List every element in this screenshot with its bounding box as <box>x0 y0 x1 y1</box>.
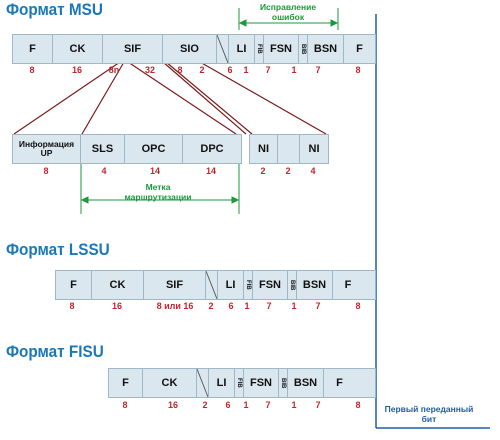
first-bit-note: Первый переданный бит <box>384 404 474 424</box>
lssu-field-li: LI <box>218 271 244 299</box>
fisu-title: Формат FISU <box>6 342 104 361</box>
msu-len-sif: 8n <box>108 65 120 75</box>
lssu-title: Формат LSSU <box>6 240 110 259</box>
sif-frame: Информация UP SLS OPC DPC <box>12 134 242 164</box>
msu-len-li: 6 <box>227 65 233 75</box>
fisu-len-spare: 2 <box>202 400 208 410</box>
lssu-len-f: 8 <box>69 301 75 311</box>
lssu-frame: F CK SIF LI FIB FSN BIB BSN F <box>55 270 376 300</box>
lssu-len-spare: 2 <box>208 301 214 311</box>
lssu-len-li: 6 <box>228 301 234 311</box>
msu-field-bsn: BSN <box>308 35 344 63</box>
lssu-field-ck: CK <box>92 271 144 299</box>
msu-field-fib: FIB <box>255 35 264 63</box>
lssu-field-f-open: F <box>56 271 92 299</box>
lssu-field-sif: SIF <box>144 271 206 299</box>
sio-len-ni-a: 2 <box>260 166 266 176</box>
sio-len-ni-b: 4 <box>310 166 316 176</box>
fisu-field-spare <box>197 369 209 397</box>
msu-frame: F CK SIF SIO LI FIB FSN BIB BSN F <box>12 34 376 64</box>
lssu-field-f-close: F <box>333 271 363 299</box>
sio-len-spare: 2 <box>285 166 291 176</box>
sif-len-up: 8 <box>43 166 49 176</box>
sif-field-up-info: Информация UP <box>13 135 81 163</box>
lssu-len-ck: 16 <box>111 301 123 311</box>
fisu-field-fsn: FSN <box>244 369 279 397</box>
lssu-field-fib: FIB <box>244 271 253 299</box>
msu-len-bsn: 7 <box>315 65 321 75</box>
spare-slash <box>217 35 228 63</box>
msu-len-sio-b: 8 <box>177 65 183 75</box>
fisu-field-li: LI <box>209 369 235 397</box>
msu-len-fsn: 7 <box>265 65 271 75</box>
msu-field-fsn: FSN <box>264 35 299 63</box>
sif-field-sls: SLS <box>81 135 125 163</box>
msu-len-ck: 16 <box>71 65 83 75</box>
fisu-frame: F CK LI FIB FSN BIB BSN F <box>108 368 376 398</box>
msu-len-spare: 2 <box>199 65 205 75</box>
msu-title: Формат MSU <box>6 0 103 19</box>
lssu-len-f-close: 8 <box>355 301 361 311</box>
lssu-field-fsn: FSN <box>253 271 288 299</box>
spare-slash <box>206 271 217 299</box>
sif-field-dpc: DPC <box>183 135 241 163</box>
sif-len-sls: 4 <box>101 166 107 176</box>
lssu-field-bsn: BSN <box>297 271 333 299</box>
fisu-len-fsn: 7 <box>265 400 271 410</box>
fisu-field-bib: BIB <box>279 369 288 397</box>
msu-field-spare <box>217 35 229 63</box>
msu-field-sif: SIF <box>103 35 163 63</box>
fisu-field-bsn: BSN <box>288 369 324 397</box>
lssu-field-spare <box>206 271 218 299</box>
msu-len-f: 8 <box>29 65 35 75</box>
sif-len-dpc: 14 <box>205 166 217 176</box>
fisu-field-fib: FIB <box>235 369 244 397</box>
fisu-len-fib: 1 <box>243 400 249 410</box>
sif-field-opc: OPC <box>125 135 183 163</box>
msu-len-f-close: 8 <box>355 65 361 75</box>
sio-field-spare <box>278 135 300 163</box>
error-correction-note: Исправление ошибок <box>259 2 317 22</box>
routing-label-note: Метка маршрутизации <box>124 182 192 202</box>
lssu-len-sif: 8 или 16 <box>156 301 194 311</box>
msu-field-sio: SIO <box>163 35 217 63</box>
fisu-len-li: 6 <box>225 400 231 410</box>
msu-len-bib: 1 <box>291 65 297 75</box>
spare-slash <box>197 369 208 397</box>
msu-field-f-open: F <box>13 35 53 63</box>
fisu-len-bsn: 7 <box>315 400 321 410</box>
lssu-len-fsn: 7 <box>266 301 272 311</box>
fisu-len-f: 8 <box>122 400 128 410</box>
msu-field-li: LI <box>229 35 255 63</box>
msu-field-ck: CK <box>53 35 103 63</box>
fisu-len-f-close: 8 <box>355 400 361 410</box>
sio-field-ni-a: NI <box>250 135 278 163</box>
msu-len-sio-a: 32 <box>144 65 156 75</box>
sio-frame: NI NI <box>249 134 329 164</box>
msu-field-bib: BIB <box>299 35 308 63</box>
msu-len-fib: 1 <box>243 65 249 75</box>
lssu-len-bsn: 7 <box>315 301 321 311</box>
lssu-field-bib: BIB <box>288 271 297 299</box>
fisu-field-ck: CK <box>143 369 197 397</box>
fisu-len-ck: 16 <box>167 400 179 410</box>
lssu-len-bib: 1 <box>291 301 297 311</box>
fisu-field-f-open: F <box>109 369 143 397</box>
sif-len-opc: 14 <box>149 166 161 176</box>
fisu-field-f-close: F <box>324 369 355 397</box>
fisu-len-bib: 1 <box>291 400 297 410</box>
msu-field-f-close: F <box>344 35 375 63</box>
sio-field-ni-b: NI <box>300 135 328 163</box>
lssu-len-fib: 1 <box>244 301 250 311</box>
